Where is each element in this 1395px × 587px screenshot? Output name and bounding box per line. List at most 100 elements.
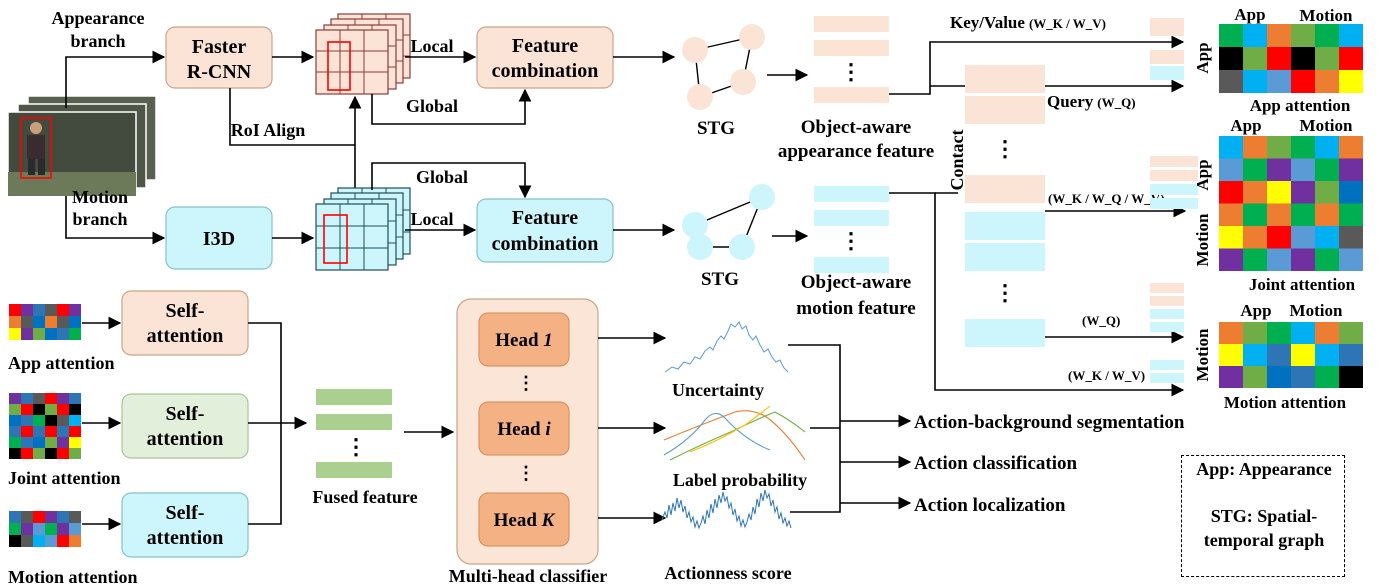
motion-branch-label-1: Motion — [72, 187, 128, 207]
attention-cell — [21, 523, 33, 535]
attention-cell — [1339, 366, 1363, 388]
attention-cell — [45, 523, 57, 535]
appearance-feature-label-2: appearance feature — [778, 141, 934, 162]
appearance-feature-map-icon — [315, 13, 411, 95]
attention-cell — [9, 523, 21, 535]
attention-cell — [57, 426, 69, 437]
attention-cell — [1219, 70, 1243, 93]
motion-attention-map-icon — [1219, 322, 1363, 388]
attention-cell — [1219, 203, 1243, 226]
label-probability-curves-icon — [663, 405, 806, 461]
concat-dots-bottom: ⋮ — [994, 280, 1016, 305]
joint-map-col-label-motion: Motion — [1300, 116, 1353, 135]
attention-cell — [21, 393, 33, 404]
attention-cell — [1291, 24, 1315, 47]
arrow-motion-global — [371, 162, 532, 199]
attention-cell — [33, 404, 45, 415]
roi-align-connector — [229, 88, 355, 146]
attention-cell — [1315, 248, 1339, 271]
attention-cell — [1291, 181, 1315, 204]
attention-cell — [1315, 181, 1339, 204]
attention-cell — [9, 404, 21, 415]
attention-cell — [1219, 47, 1243, 70]
attention-cell — [1219, 366, 1243, 388]
attention-cell — [69, 523, 81, 535]
task-classification-label: Action classification — [914, 453, 1078, 474]
attention-cell — [1243, 344, 1267, 366]
attention-cell — [1267, 226, 1291, 249]
joint-attention-caption: Joint attention — [1249, 275, 1356, 294]
attention-cell — [21, 316, 33, 328]
appearance-combination-label-1: Feature — [512, 35, 578, 57]
roi-align-label: RoI Align — [231, 120, 306, 140]
motion-local-label: Local — [411, 209, 454, 229]
arrow-to-faster-rcnn — [65, 50, 166, 108]
attention-cell — [57, 437, 69, 448]
attention-cell — [1291, 248, 1315, 271]
attention-cell — [1219, 344, 1243, 366]
head-k-box: Head K — [478, 492, 570, 547]
appearance-stg-label: STG — [697, 118, 735, 139]
attention-cell — [1291, 322, 1315, 344]
appearance-feature-dots: ⋮ — [840, 59, 862, 84]
motion-feature-label-2: motion feature — [796, 298, 915, 319]
attention-cell — [33, 523, 45, 535]
attention-cell — [1267, 344, 1291, 366]
input-video-frames-icon — [7, 95, 157, 197]
attention-cell — [33, 448, 45, 459]
attention-cell — [21, 404, 33, 415]
attention-cell — [57, 415, 69, 426]
attention-cell — [1219, 248, 1243, 271]
motion-combination-label-1: Feature — [512, 207, 578, 229]
attention-cell — [69, 448, 81, 459]
attention-cell — [1267, 24, 1291, 47]
head-i-box: Head i — [478, 401, 570, 456]
attention-cell — [1243, 226, 1267, 249]
motion-combination-label-2: combination — [492, 233, 599, 255]
attention-cell — [57, 304, 69, 316]
app-attention-small-stacks-icon — [1150, 18, 1184, 80]
attention-cell — [9, 426, 21, 437]
concat-dots-top: ⋮ — [994, 136, 1016, 161]
actionness-score-label: Actionness score — [664, 563, 791, 583]
attention-cell — [9, 437, 21, 448]
attention-cell — [1267, 136, 1291, 159]
motion-self-attention-label-2: attention — [147, 527, 224, 549]
concatenated-feature-stack-icon — [965, 65, 1045, 347]
joint-map-col-label-app: App — [1230, 116, 1261, 135]
app-attention-caption: App attention — [1250, 96, 1351, 115]
joint-attention-small-stacks-icon — [1150, 156, 1198, 209]
fusion-input-joint-label: Joint attention — [8, 468, 121, 488]
attention-cell — [1243, 322, 1267, 344]
attention-cell — [1267, 158, 1291, 181]
attention-cell — [69, 426, 81, 437]
attention-cell — [1219, 24, 1243, 47]
i3d-label: I3D — [203, 228, 235, 250]
attention-cell — [9, 328, 21, 340]
attention-cell — [69, 404, 81, 415]
attention-cell — [57, 535, 69, 547]
query-label: Query (W_Q) — [1047, 92, 1136, 111]
attention-cell — [33, 415, 45, 426]
attention-cell — [9, 304, 21, 316]
motion-self-attention-label-1: Self- — [166, 502, 205, 524]
attention-cell — [1219, 136, 1243, 159]
attention-cell — [33, 426, 45, 437]
arrow-to-i3d — [65, 196, 166, 245]
attention-cell — [69, 316, 81, 328]
uncertainty-curve-icon — [664, 321, 789, 373]
faster-rcnn-label-2: R-CNN — [187, 61, 252, 83]
attention-cell — [1219, 322, 1243, 344]
attention-cell — [21, 328, 33, 340]
attention-cell — [1315, 366, 1339, 388]
attention-cell — [1315, 136, 1339, 159]
attention-cell — [1339, 136, 1363, 159]
attention-cell — [45, 415, 57, 426]
attention-cell — [45, 426, 57, 437]
attention-cell — [69, 437, 81, 448]
attention-cell — [1291, 158, 1315, 181]
appearance-branch-label-1: Appearance — [52, 8, 145, 28]
attention-cell — [45, 437, 57, 448]
task-segmentation-label: Action-background segmentation — [914, 412, 1185, 433]
